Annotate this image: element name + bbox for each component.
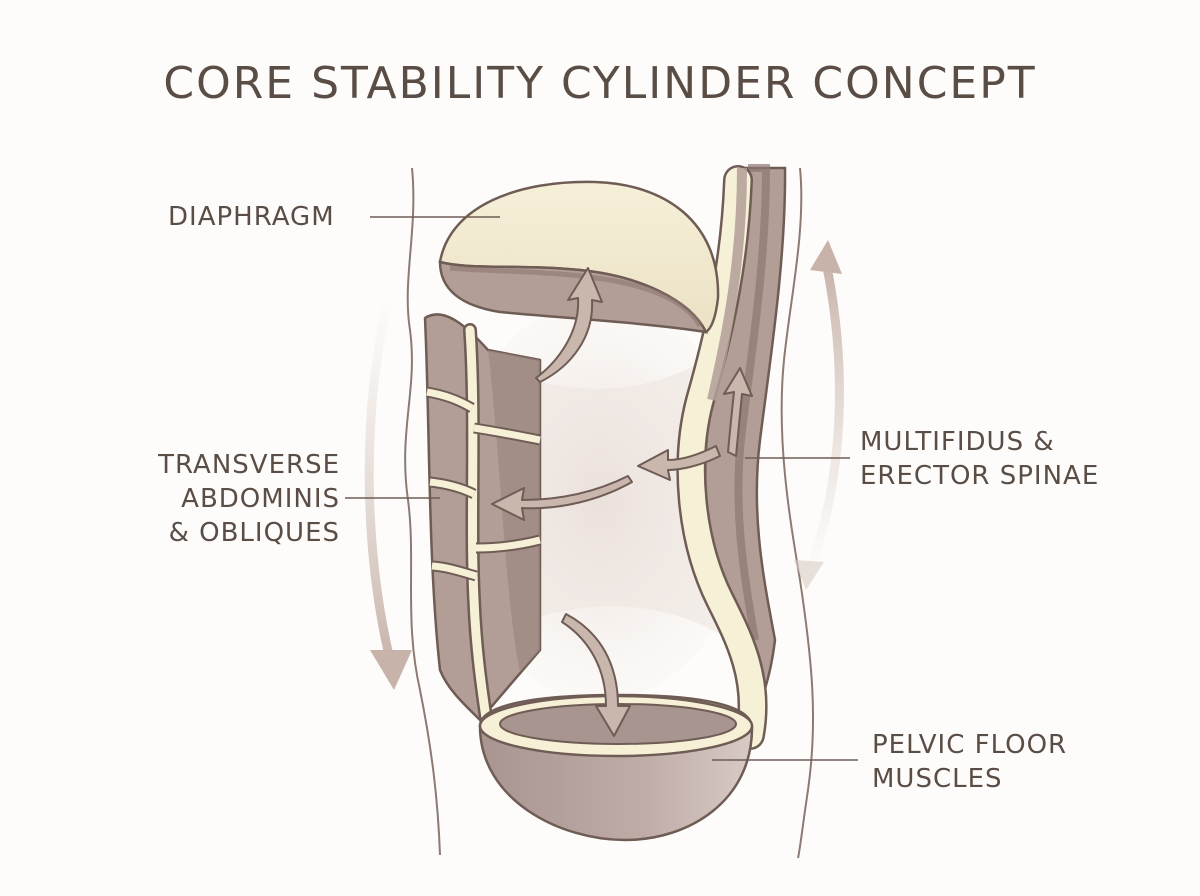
label-diaphragm: DIAPHRAGM (168, 200, 335, 234)
label-transverse-abdominis: TRANSVERSE ABDOMINIS & OBLIQUES (118, 448, 340, 550)
label-multifidus: MULTIFIDUS & ERECTOR SPINAE (860, 425, 1099, 493)
label-pelvic-line-2: MUSCLES (872, 764, 1003, 794)
right-up-down-arrow (794, 240, 844, 590)
label-diaphragm-text: DIAPHRAGM (168, 202, 335, 232)
label-transverse-line-1: TRANSVERSE (158, 450, 340, 480)
arrow-down-to-pelvic-floor (561, 613, 631, 737)
pressure-arrows (491, 267, 753, 737)
label-transverse-line-2: ABDOMINIS (181, 484, 340, 514)
body-outline-back (780, 167, 815, 859)
leader-lines (345, 216, 858, 761)
label-pelvic-line-1: PELVIC FLOOR (872, 730, 1068, 760)
diagram-title: CORE STABILITY CYLINDER CONCEPT (163, 58, 1037, 109)
arrow-to-spine-left (637, 445, 721, 481)
arrow-up-spine (723, 367, 753, 457)
pelvic-floor-bowl (478, 693, 754, 842)
spine-muscles (676, 164, 787, 750)
body-outline-front (404, 167, 441, 856)
arrow-to-abdominals (491, 475, 633, 521)
label-transverse-line-3: & OBLIQUES (168, 518, 340, 548)
left-down-arrow (364, 295, 412, 690)
arrow-up-to-diaphragm (535, 267, 603, 383)
label-multifidus-line-2: ERECTOR SPINAE (860, 461, 1100, 491)
label-multifidus-line-1: MULTIFIDUS & (860, 427, 1055, 457)
label-pelvic-floor: PELVIC FLOOR MUSCLES (872, 728, 1067, 796)
